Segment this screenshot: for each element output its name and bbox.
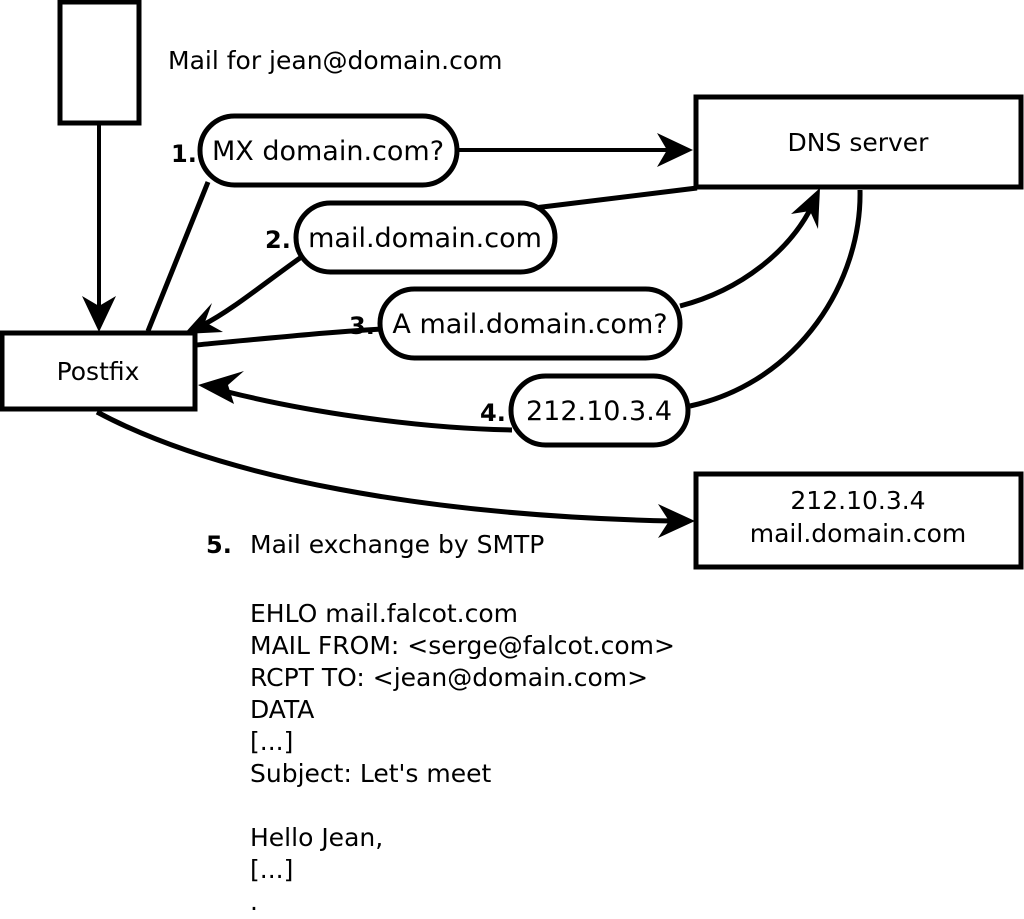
node-dns-server: DNS server	[693, 94, 1024, 190]
smtp-line-subject: Subject: Let's meet	[250, 759, 491, 788]
node-dns-server-label: DNS server	[788, 128, 930, 157]
node-mail-host-hostname: mail.domain.com	[750, 519, 966, 548]
step-5-caption: Mail exchange by SMTP	[250, 530, 544, 559]
node-postfix-label: Postfix	[57, 357, 140, 386]
connector-postfix-to-bubble1	[145, 181, 211, 332]
connector-dns-to-bubble2	[533, 185, 698, 211]
connector-postfix-to-bubble3	[195, 326, 384, 348]
node-mail-host-ip: 212.10.3.4	[790, 486, 925, 515]
node-mail-host: 212.10.3.4 mail.domain.com	[693, 471, 1024, 570]
bubble-step-4: 212.10.3.4	[508, 373, 691, 448]
smtp-line-ellipsis-header: [...]	[250, 727, 293, 756]
node-sender-box	[57, 0, 142, 126]
connector-sender-to-postfix	[82, 124, 116, 332]
smtp-line-data: DATA	[250, 695, 314, 724]
connector-bubble4-to-postfix	[198, 371, 513, 433]
step-number-3: 3.	[349, 312, 375, 340]
node-postfix: Postfix	[0, 330, 198, 412]
step-number-5: 5.	[206, 531, 232, 559]
bubble-step-1-text: MX domain.com?	[212, 136, 444, 167]
connector-postfix-to-mailhost	[95, 409, 695, 538]
diagram-title: Mail for jean@domain.com	[168, 46, 503, 75]
bubble-step-3-text: A mail.domain.com?	[392, 309, 667, 340]
smtp-line-rcpt-to: RCPT TO: <jean@domain.com>	[250, 663, 648, 692]
bubble-step-2: mail.domain.com	[293, 200, 558, 275]
bubble-step-2-text: mail.domain.com	[308, 223, 542, 254]
connector-dns-to-bubble4	[689, 189, 863, 409]
bubble-step-3: A mail.domain.com?	[377, 286, 683, 361]
smtp-line-ehlo: EHLO mail.falcot.com	[250, 599, 518, 628]
smtp-line-mail-from: MAIL FROM: <serge@falcot.com>	[250, 631, 675, 660]
smtp-line-terminator: .	[250, 887, 258, 916]
bubble-step-1: MX domain.com?	[197, 113, 460, 188]
step-number-4: 4.	[480, 399, 506, 427]
step-number-1: 1.	[171, 140, 197, 168]
smtp-line-greeting: Hello Jean,	[250, 823, 383, 852]
connector-bubble1-to-dns	[458, 133, 693, 167]
connector-bubble3-to-dns	[679, 188, 820, 309]
smtp-line-ellipsis-body: [...]	[250, 855, 293, 884]
bubble-step-4-text: 212.10.3.4	[526, 396, 672, 427]
step-number-2: 2.	[265, 226, 291, 254]
connector-bubble2-to-postfix	[184, 255, 302, 334]
